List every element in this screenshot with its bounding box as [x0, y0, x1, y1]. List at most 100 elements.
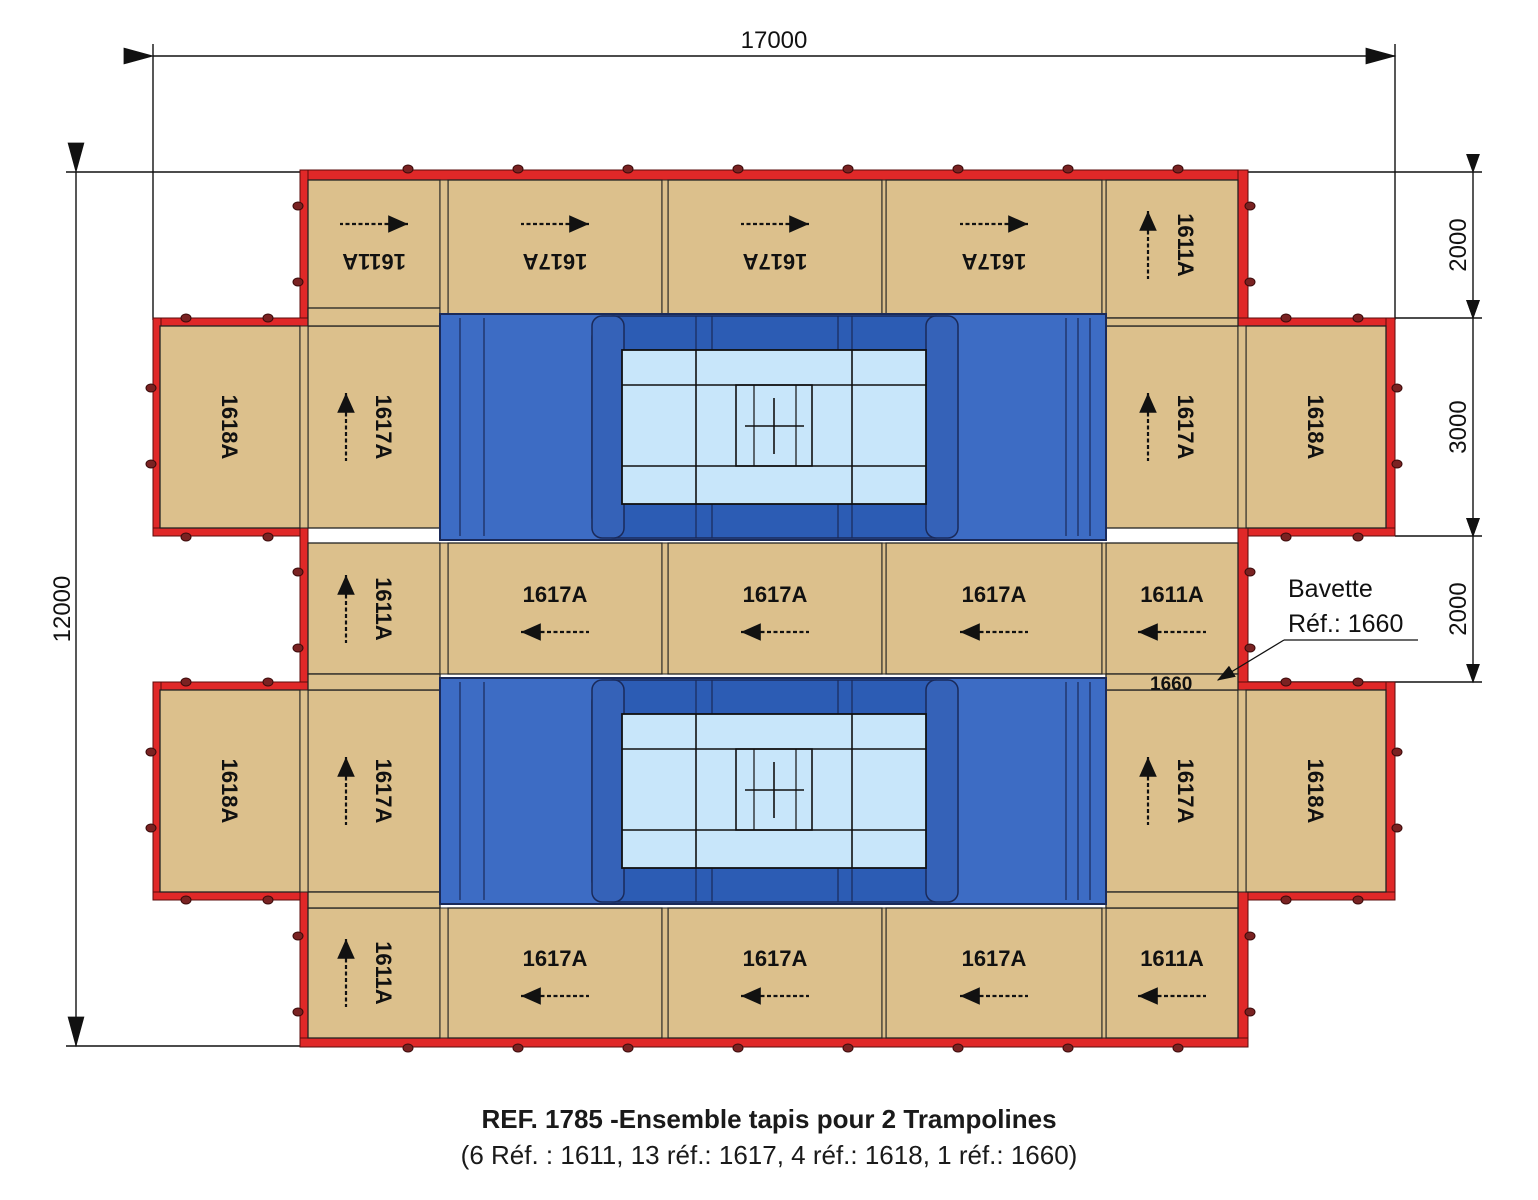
bed-center-box	[735, 384, 813, 467]
tile-label-group: 1617A	[337, 393, 396, 461]
bump	[512, 164, 524, 174]
tile-label-group: 1611A	[1139, 211, 1198, 279]
bavette-callout: Bavette Réf.: 1660 1660	[1150, 575, 1418, 695]
tile-label: 1617A	[742, 249, 807, 274]
bump	[145, 747, 157, 757]
tile-label: 1611A	[1173, 213, 1198, 277]
trampolines	[439, 313, 1107, 905]
bump	[1391, 823, 1403, 833]
tile-label: 1618A	[1303, 759, 1328, 824]
bump	[1280, 895, 1292, 905]
mat-tile	[667, 542, 883, 675]
mat-tile	[307, 689, 441, 893]
red-border	[1237, 891, 1249, 1048]
tile-label-group: 1611A	[1138, 582, 1206, 641]
mat-tile	[447, 542, 663, 675]
tile-label: 1611A	[371, 941, 396, 1005]
red-border	[299, 169, 309, 321]
bump	[1391, 383, 1403, 393]
tile-label-group: 1617A	[960, 582, 1028, 641]
bump	[1062, 1043, 1074, 1053]
mat-tiles	[159, 179, 1387, 1039]
mat-joint	[299, 689, 309, 893]
bump	[1352, 313, 1364, 323]
tile-label-group: 1611A	[1138, 946, 1206, 1005]
bump	[1280, 532, 1292, 542]
bump	[842, 1043, 854, 1053]
tile-label: 1618A	[217, 759, 242, 824]
bump	[1172, 164, 1184, 174]
mat-joint	[299, 325, 309, 529]
red-border	[299, 891, 309, 1048]
bump	[1352, 677, 1364, 687]
mat-tile	[885, 907, 1103, 1039]
trampoline-end-pad	[925, 315, 959, 539]
mat-tile	[667, 907, 883, 1039]
bump	[262, 313, 274, 323]
mat-joint	[439, 179, 449, 319]
tile-label: 1617A	[522, 249, 587, 274]
tile-label: 1617A	[743, 946, 808, 971]
bump	[292, 643, 304, 653]
bump	[145, 383, 157, 393]
mat-tile	[447, 179, 663, 319]
tile-label-group: 1617A	[521, 582, 589, 641]
red-border	[299, 1037, 1249, 1048]
mat-joint	[881, 179, 887, 319]
bump	[512, 1043, 524, 1053]
bump	[180, 532, 192, 542]
bump	[292, 201, 304, 211]
mat-joint	[1101, 179, 1107, 319]
bump	[1244, 201, 1256, 211]
mat-tile	[1105, 689, 1239, 893]
mat-tile	[307, 542, 441, 675]
bump	[1391, 459, 1403, 469]
mat-tile	[1105, 891, 1239, 909]
dimension-lines	[66, 44, 1482, 1048]
mat-tile	[159, 689, 301, 893]
bump	[180, 677, 192, 687]
bump	[145, 823, 157, 833]
bump	[952, 164, 964, 174]
bump	[402, 164, 414, 174]
tile-label-group: 1617A	[960, 946, 1028, 1005]
bump	[1244, 643, 1256, 653]
tile-label: 1617A	[743, 582, 808, 607]
red-border	[152, 527, 309, 537]
bump	[1280, 313, 1292, 323]
red-border	[1237, 169, 1249, 321]
tile-label-group: 1618A	[1303, 759, 1328, 824]
bump	[1280, 677, 1292, 687]
red-border	[1385, 317, 1396, 537]
bump	[1352, 895, 1364, 905]
callout-line2: Réf.: 1660	[1288, 610, 1403, 638]
border-bumps	[145, 164, 1403, 1053]
tile-label-group: 1617A	[741, 582, 809, 641]
mat-joint	[1237, 689, 1247, 893]
bump	[1062, 164, 1074, 174]
bump	[262, 677, 274, 687]
mat-tile	[307, 179, 441, 319]
mat-tile	[885, 179, 1103, 319]
tile-label: 1617A	[371, 395, 396, 460]
red-border	[152, 891, 309, 901]
bump	[292, 1007, 304, 1017]
red-border	[299, 527, 309, 689]
red-border	[1237, 891, 1396, 901]
tile-label: 1618A	[217, 395, 242, 460]
mat-joint	[1101, 907, 1107, 1039]
tile-label: 1617A	[371, 759, 396, 824]
mat-joint	[661, 542, 669, 675]
mat-joint	[661, 907, 669, 1039]
tile-label-group: 1611A	[337, 575, 396, 643]
tile-label-group: 1617A	[521, 946, 589, 1005]
mat-tile	[1105, 325, 1239, 529]
mat-tile	[1245, 689, 1387, 893]
tile-label: 1611A	[371, 577, 396, 641]
mat-tile	[1105, 179, 1239, 319]
tile-label: 1617A	[1173, 395, 1198, 460]
trampoline-end-pad	[591, 315, 625, 539]
trampoline-end-pad	[925, 679, 959, 903]
tile-labels: 1611A 1617A 1617A 1617A 1611A 1618A 1617A 1617A…	[217, 211, 1328, 1007]
bump	[622, 164, 634, 174]
